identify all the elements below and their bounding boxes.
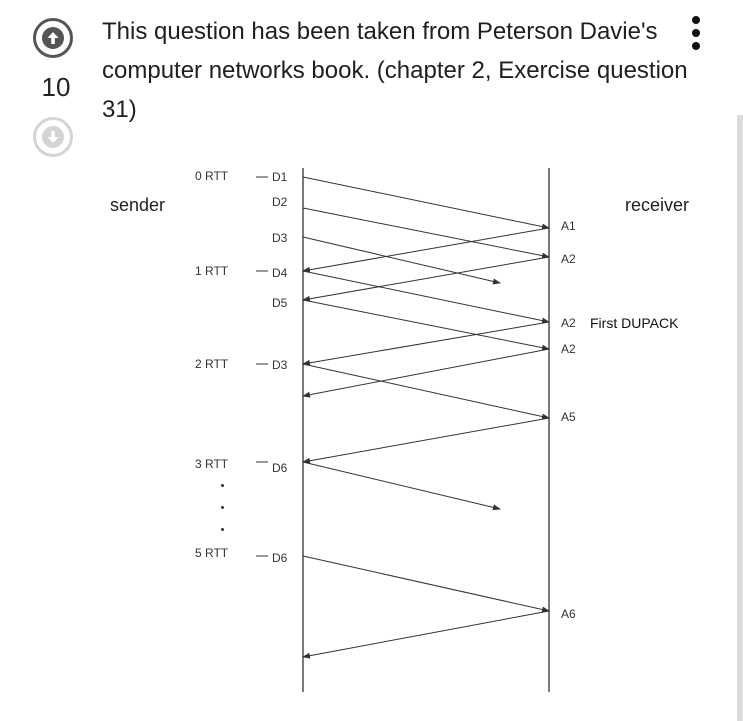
ack-a2 (302, 256, 550, 302)
timing-diagram-svg (256, 168, 550, 692)
segment-d5 (302, 299, 550, 351)
ack-label: A1 (561, 219, 576, 233)
downvote-button[interactable] (33, 117, 73, 157)
segment-d6-lost (302, 461, 501, 511)
segment-d6-retransmit (302, 555, 550, 613)
vote-column: 10 (30, 18, 82, 157)
rtt-label: 0 RTT (195, 169, 229, 183)
segment-d2 (302, 207, 550, 259)
segment-label: D2 (272, 195, 288, 209)
ack-label: A2 (561, 316, 576, 330)
upvote-button[interactable] (33, 18, 73, 58)
ack-a1 (302, 227, 550, 273)
ack-label: A2 (561, 342, 576, 356)
sender-label: sender (110, 195, 166, 215)
ellipsis-dot (221, 484, 224, 487)
ack-label: A2 (561, 252, 576, 266)
segment-d3-lost (302, 236, 501, 285)
ack-a2-dup1 (302, 321, 550, 366)
more-options-button[interactable] (683, 16, 709, 50)
dupack-annotation: First DUPACK (590, 315, 679, 331)
ack-label: A6 (561, 607, 576, 621)
more-vertical-icon (692, 16, 700, 24)
rtt-label: 5 RTT (195, 546, 229, 560)
segment-label: D1 (272, 170, 288, 184)
arrow-up-icon (42, 27, 64, 49)
segment-label: D3 (272, 358, 288, 372)
ack-a2-dup2 (302, 348, 550, 398)
ellipsis-dot (221, 506, 224, 509)
segment-label: D6 (272, 551, 288, 565)
ack-a6 (302, 610, 550, 659)
arrow-down-icon (42, 126, 64, 148)
receiver-label: receiver (625, 195, 690, 215)
segment-label: D3 (272, 231, 288, 245)
segment-d4 (302, 270, 550, 324)
rtt-label: 2 RTT (195, 357, 229, 371)
question-text: This question has been taken from Peters… (102, 18, 688, 123)
ack-a5 (302, 417, 550, 464)
ack-label: A5 (561, 410, 576, 424)
rtt-label: 3 RTT (195, 457, 229, 471)
segment-label: D4 (272, 266, 288, 280)
segment-label: D6 (272, 461, 288, 475)
segment-label: D5 (272, 296, 288, 310)
tcp-timing-diagram: sender receiver 0 RTT 1 RTT 2 RTT 3 RTT … (0, 150, 743, 721)
vote-count: 10 (41, 72, 71, 102)
segment-d1 (302, 176, 550, 230)
ellipsis-dot (221, 528, 224, 531)
segment-d3-retransmit (302, 363, 550, 420)
rtt-label: 1 RTT (195, 264, 229, 278)
scrollbar[interactable] (737, 115, 743, 721)
